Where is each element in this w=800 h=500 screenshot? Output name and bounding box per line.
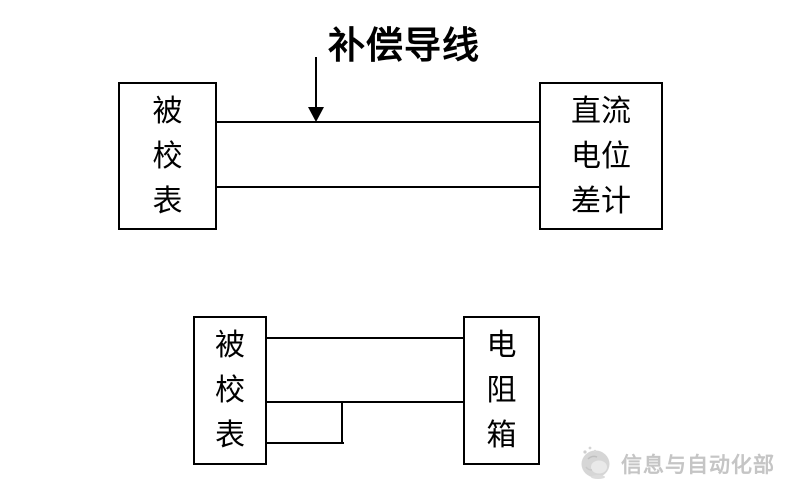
wire-bottom-vertical bbox=[341, 401, 343, 444]
box-text-line: 阻 bbox=[486, 374, 517, 407]
box-text-line: 电位 bbox=[571, 139, 631, 173]
logo-blob-icon bbox=[578, 443, 612, 485]
box-meter-under-calibration-top: 被 校 表 bbox=[118, 82, 217, 230]
box-text-line: 表 bbox=[215, 419, 245, 452]
box-text-line: 直流 bbox=[571, 94, 631, 128]
watermark: 信息与自动化部 bbox=[578, 443, 775, 485]
wire-bottom-stub bbox=[267, 442, 344, 444]
compensation-wire-label: 补偿导线 bbox=[328, 25, 480, 66]
wire-top-lower bbox=[217, 186, 539, 188]
wire-bottom-middle bbox=[267, 401, 463, 403]
box-text-line: 校 bbox=[152, 139, 183, 173]
arrow-shaft bbox=[315, 57, 317, 108]
wire-top-upper bbox=[217, 121, 539, 123]
box-text-line: 电 bbox=[486, 329, 517, 362]
box-text-line: 被 bbox=[215, 329, 245, 362]
box-text-line: 差计 bbox=[571, 184, 631, 218]
box-meter-under-calibration-bottom: 被 校 表 bbox=[193, 316, 267, 465]
box-dc-potentiometer: 直流 电位 差计 bbox=[539, 82, 663, 230]
box-text-line: 校 bbox=[215, 374, 245, 407]
arrow-head bbox=[308, 107, 324, 122]
watermark-text: 信息与自动化部 bbox=[621, 454, 775, 477]
box-text-line: 被 bbox=[152, 94, 183, 128]
box-text-line: 表 bbox=[152, 184, 183, 218]
box-resistance-box: 电 阻 箱 bbox=[463, 316, 540, 465]
box-text-line: 箱 bbox=[486, 419, 517, 452]
wire-bottom-upper bbox=[267, 337, 463, 339]
